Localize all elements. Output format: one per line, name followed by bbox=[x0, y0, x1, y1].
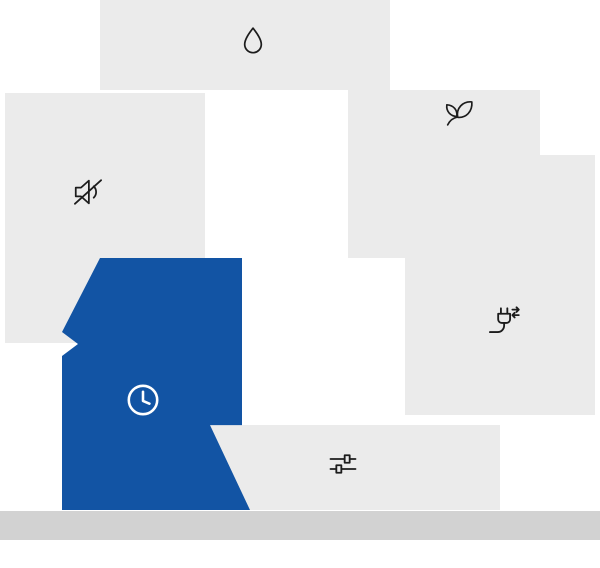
tile-water[interactable] bbox=[100, 0, 390, 90]
blue-flag-shape[interactable] bbox=[62, 258, 251, 510]
tile-settings[interactable] bbox=[210, 425, 500, 510]
sliders-icon bbox=[323, 444, 363, 484]
tile-connect[interactable] bbox=[405, 155, 595, 415]
clock-icon bbox=[121, 378, 165, 422]
bottom-bar bbox=[0, 511, 600, 540]
speaker-muted-icon bbox=[67, 171, 109, 213]
plug-swap-icon bbox=[478, 300, 522, 344]
eco-leaves-icon bbox=[436, 94, 476, 134]
water-drop-icon bbox=[234, 23, 272, 61]
